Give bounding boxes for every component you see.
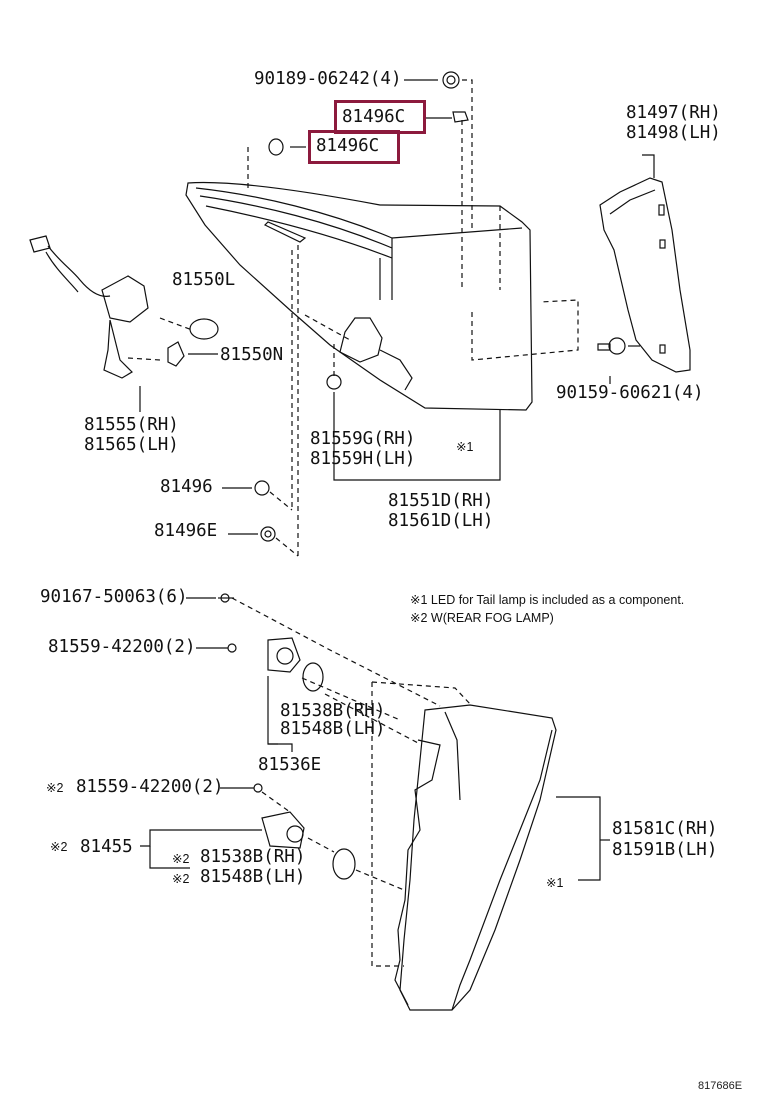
- label-81555-rh: 81555(RH): [84, 415, 179, 435]
- label-81561d-lh: 81561D(LH): [388, 511, 494, 531]
- upper-lamp-body: [185, 181, 579, 411]
- label-81559-42200-lower: 81559-42200(2): [76, 777, 224, 797]
- label-81550n: 81550N: [220, 345, 284, 365]
- label-81496c-lower[interactable]: 81496C: [316, 136, 380, 156]
- lower-lamp-body: [394, 704, 557, 1011]
- label-81550l: 81550L: [172, 270, 236, 290]
- label-81548b-lh-upper: 81548B(LH): [280, 719, 386, 739]
- bulb-socket-harness: [29, 235, 219, 379]
- label-81538b-rh-upper: 81538B(RH): [280, 701, 386, 721]
- side-cover: [599, 177, 691, 373]
- label-81455: 81455: [80, 837, 133, 857]
- label-81496e: 81496E: [154, 521, 218, 541]
- upper-leader-lines: [127, 79, 655, 557]
- label-81591b-lh: 81591B(LH): [612, 840, 718, 860]
- label-81559h-lh: 81559H(LH): [310, 449, 416, 469]
- label-81581c-rh: 81581C(RH): [612, 819, 718, 839]
- lower-leader-lines: [140, 597, 610, 967]
- footnote-1: ※1 LED for Tail lamp is included as a co…: [410, 593, 685, 607]
- label-81565-lh: 81565(LH): [84, 435, 179, 455]
- label-81551d-rh: 81551D(RH): [388, 491, 494, 511]
- label-81498-lh: 81498(LH): [626, 123, 721, 143]
- ref-mark-2-d: ※2: [172, 872, 190, 886]
- highlight-box-81496c-lower[interactable]: [308, 130, 400, 164]
- label-81496c-upper[interactable]: 81496C: [342, 107, 406, 127]
- ref-mark-1-lower: ※1: [546, 876, 564, 890]
- diagram-code: 817686E: [698, 1080, 743, 1092]
- ref-mark-1-upper: ※1: [456, 440, 474, 454]
- top-fasteners: [254, 71, 626, 542]
- ref-mark-2-b: ※2: [50, 840, 68, 854]
- label-81548b-lh-lower: 81548B(LH): [200, 867, 306, 887]
- label-90167-50063: 90167-50063(6): [40, 587, 188, 607]
- label-81536e: 81536E: [258, 755, 322, 775]
- label-81559-42200-upper: 81559-42200(2): [48, 637, 196, 657]
- ref-mark-2-a: ※2: [46, 781, 64, 795]
- footnote-2: ※2 W(REAR FOG LAMP): [410, 611, 554, 625]
- label-81496: 81496: [160, 477, 213, 497]
- label-90189-06242: 90189-06242(4): [254, 69, 402, 89]
- label-81538b-rh-lower: 81538B(RH): [200, 847, 306, 867]
- label-81559g-rh: 81559G(RH): [310, 429, 416, 449]
- label-81497-rh: 81497(RH): [626, 103, 721, 123]
- label-90159-60621: 90159-60621(4): [556, 383, 704, 403]
- ref-mark-2-c: ※2: [172, 852, 190, 866]
